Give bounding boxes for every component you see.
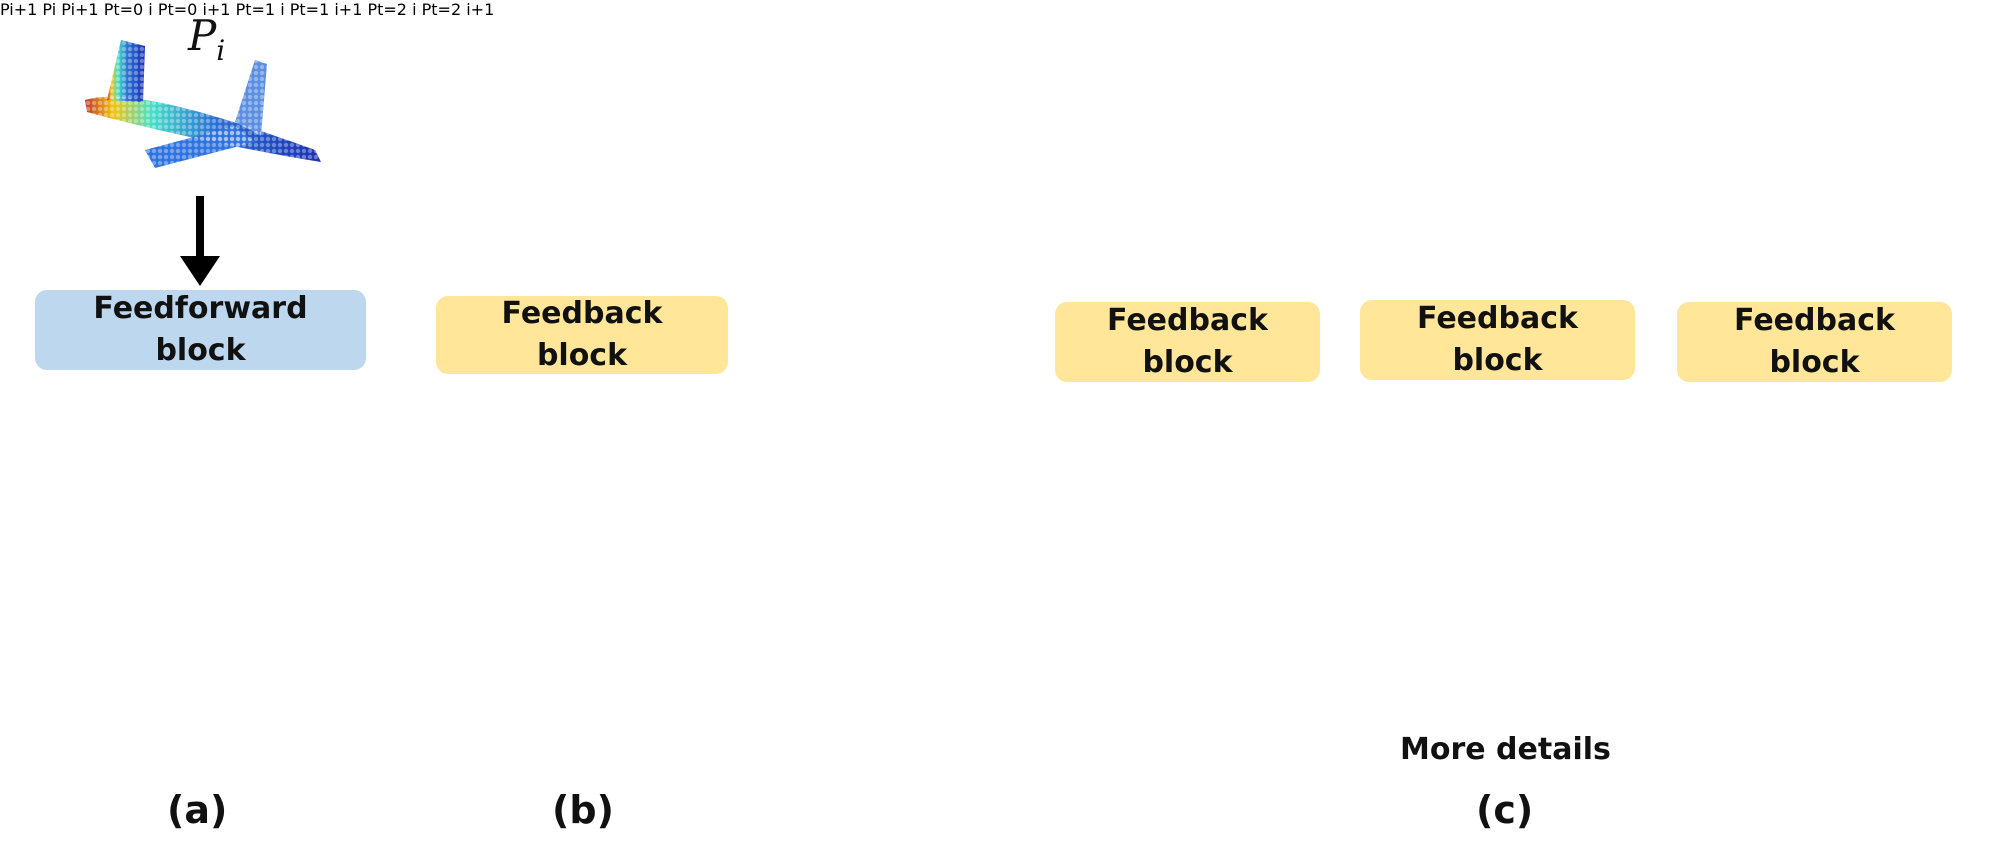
feedback-block-c3: Feedback block	[1677, 302, 1952, 382]
label-p-i1-a: Pi+1	[0, 0, 38, 19]
label-p-i-t0: Pt=0	[103, 0, 144, 19]
feedback-block-c1: Feedback block	[1055, 302, 1320, 382]
airplane-pointcloud-sparse-icon: Pt=0 i+1 Pt=1 i Pt=1 i+1 Pt=2 i Pt=2 i+1	[35, 0, 1952, 832]
airplane-pointcloud-dense-icon: Pi+1 Pi Pi+1 Pt=0 i Pt=0 i+1 Pt=1 i	[0, 0, 1952, 832]
airplane-pointcloud-sparse-icon: Pt=1 i+1 Pt=2 i Pt=2 i+1 Feedforward blo…	[35, 0, 1952, 832]
sub-i1-t0: i+1	[202, 0, 231, 19]
label-p-i-t2: Pt=2	[367, 0, 407, 19]
label-p-i-a: Pi	[187, 11, 225, 67]
airplane-pointcloud-dense-icon: Pi+1 Pt=0 i Pt=0 i+1 Pt=1 i Pt=1 i+1 Pt=…	[35, 0, 1952, 832]
sub-i1-t1: i+1	[334, 0, 363, 19]
feedback-block-b: Feedback block	[436, 296, 728, 374]
label-p-i-t1: Pt=1	[235, 0, 276, 19]
airplane-pointcloud-dense-icon: Pt=2 i+1 Feedforward block Feedback bloc…	[35, 0, 1952, 832]
airplane-pointcloud-dense-icon: Pt=0 i+1 Pt=1 i Pt=1 i+1 Pt=2 i Pt=2 i+1	[35, 0, 1952, 832]
sub-i-t0: i	[148, 0, 153, 19]
feedforward-block: Feedforward block	[35, 290, 366, 370]
label-p-i1-b: Pi+1	[61, 0, 99, 19]
label-p-i1-t2: Pt=2	[421, 0, 462, 19]
panel-label-c: (c)	[1476, 788, 1534, 832]
more-details-label: More details	[1400, 732, 1611, 767]
arrow-down-a1	[180, 196, 220, 286]
label-p-i-b: Pi	[42, 0, 57, 19]
panel-label-b: (b)	[552, 788, 614, 832]
airplane-pointcloud-sparse-icon: Pt=2 i+1 Feedforward block Feedback bloc…	[35, 0, 1952, 832]
panel-label-a: (a)	[167, 788, 228, 832]
sub-i-t2: i	[412, 0, 417, 19]
sub-i1-t2: i+1	[466, 0, 495, 19]
label-p-i1-t1: Pt=1	[289, 0, 330, 19]
sub-i-t1: i	[280, 0, 285, 19]
airplane-pointcloud-sparse-icon: Pi+1 Pt=0 i Pt=0 i+1 Pt=1 i Pt=1 i+1 Pt=…	[35, 0, 1952, 832]
label-p-i1-t0: Pt=0	[157, 0, 198, 19]
airplane-pointcloud-dense-icon: Pt=1 i+1 Pt=2 i Pt=2 i+1 Feedforward blo…	[35, 0, 1952, 832]
feedback-block-c2: Feedback block	[1360, 300, 1635, 380]
transition-arrow: Pt=0 i Pt=0 i+1 Pt=1 i Pt=1 i+1 Pt=2 i P…	[35, 0, 1952, 832]
